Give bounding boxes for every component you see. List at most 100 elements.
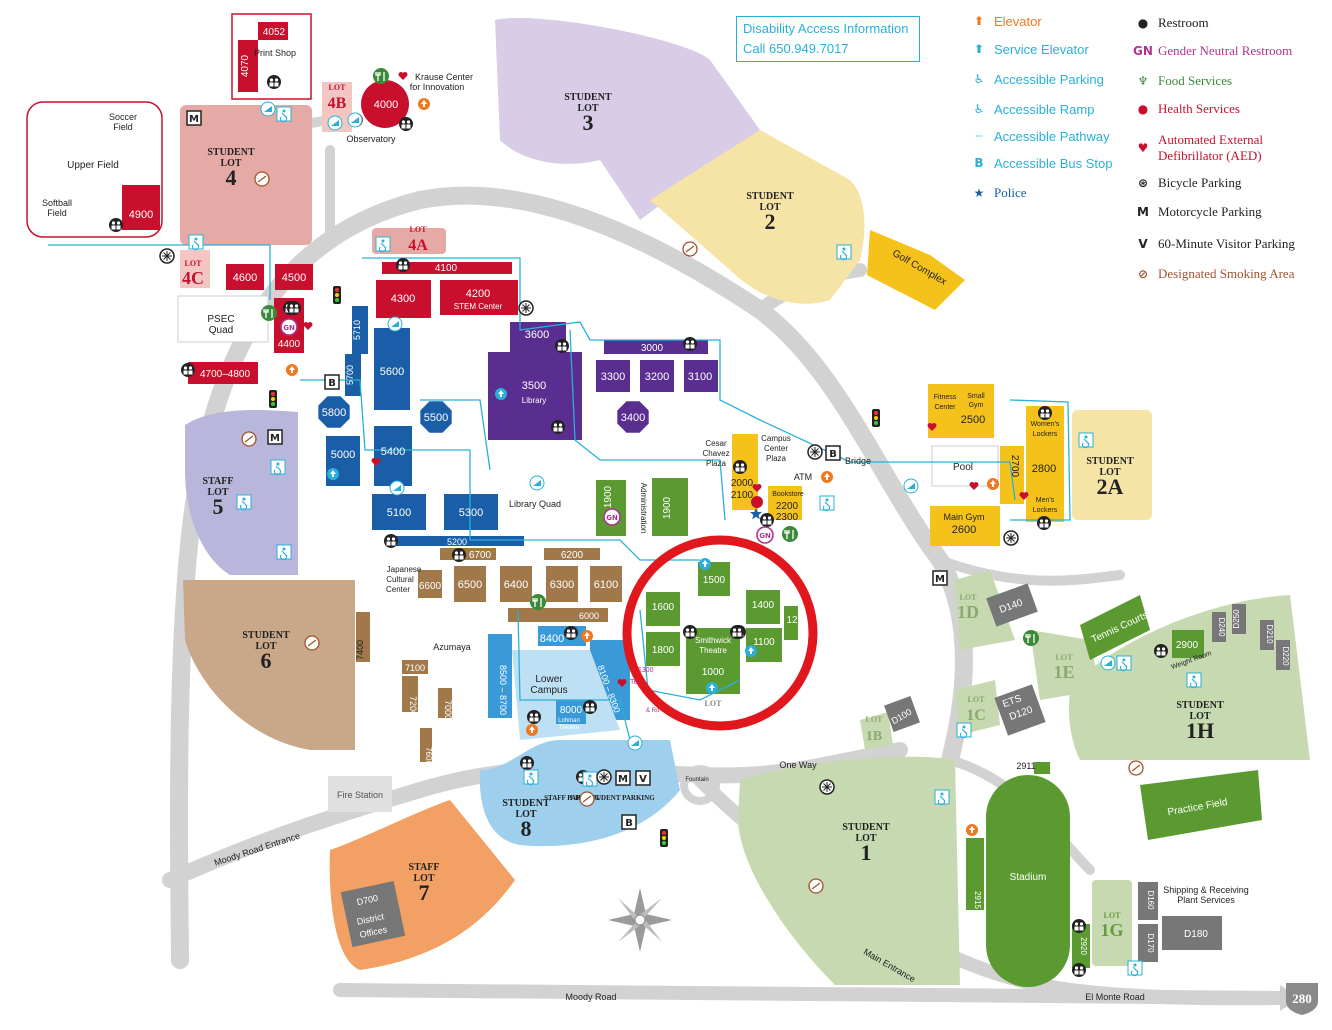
psec-quad[interactable] <box>177 295 269 343</box>
building-1800[interactable] <box>646 632 680 666</box>
building-d170[interactable] <box>1138 924 1158 962</box>
building-2200-2300[interactable] <box>768 486 802 520</box>
buildings[interactable] <box>122 13 1290 968</box>
building-7400[interactable] <box>356 612 370 662</box>
student-lot-6[interactable] <box>183 580 355 750</box>
building-4200[interactable] <box>440 280 518 315</box>
building-2900[interactable] <box>1172 630 1204 658</box>
building-1900a[interactable] <box>596 480 626 536</box>
building-3400[interactable] <box>617 401 649 433</box>
building-d210[interactable] <box>1260 620 1274 650</box>
building-6200[interactable] <box>544 548 600 560</box>
pool[interactable] <box>931 445 999 487</box>
building-d250[interactable] <box>1232 604 1246 634</box>
building-7600[interactable] <box>420 728 432 762</box>
building-5200[interactable] <box>388 536 524 546</box>
building-2915[interactable] <box>966 838 984 910</box>
label-soccer: Soccer <box>109 112 137 122</box>
building-7200[interactable] <box>402 676 418 712</box>
student-lot-4[interactable] <box>180 105 312 245</box>
building-4700-4800[interactable] <box>188 362 258 384</box>
building-2920[interactable] <box>1072 924 1090 968</box>
building-6500[interactable] <box>454 566 486 602</box>
restroom-icon <box>551 420 565 434</box>
building-1600[interactable] <box>646 592 680 626</box>
building-3200[interactable] <box>640 360 674 392</box>
label-japanese: Japanese <box>387 565 422 574</box>
fire-station[interactable] <box>328 776 392 812</box>
building-4100[interactable] <box>382 262 512 274</box>
lot-1b[interactable] <box>860 712 893 750</box>
building-3100[interactable] <box>684 360 718 392</box>
building-5400[interactable] <box>374 426 412 486</box>
building-ets-d120[interactable] <box>994 684 1046 736</box>
lot-1e[interactable] <box>1030 630 1100 700</box>
building-6600[interactable] <box>418 570 442 598</box>
lot-4c[interactable] <box>180 250 210 288</box>
building-d140[interactable] <box>986 583 1038 627</box>
building-4600[interactable] <box>226 264 264 290</box>
building-4052[interactable] <box>258 22 288 40</box>
building-print-shop[interactable] <box>231 13 312 100</box>
building-4900[interactable] <box>122 185 160 230</box>
building-d220[interactable] <box>1276 640 1290 670</box>
building-7100[interactable] <box>402 660 428 674</box>
aed-icon: ♥ <box>1137 141 1149 155</box>
restroom-icon <box>384 534 398 548</box>
icon-letter: M <box>618 774 628 785</box>
building-3300[interactable] <box>596 360 630 392</box>
building-6400[interactable] <box>500 566 532 602</box>
building-4000[interactable] <box>361 80 409 128</box>
building-8500-8700[interactable] <box>488 634 512 718</box>
building-5500[interactable] <box>420 401 452 433</box>
athletic-fields[interactable] <box>867 230 1262 987</box>
stadium[interactable] <box>986 775 1070 987</box>
lot-1g[interactable] <box>1092 880 1132 966</box>
tennis-courts[interactable] <box>1080 595 1150 660</box>
building-d160[interactable] <box>1138 882 1158 920</box>
practice-field[interactable] <box>1140 770 1262 840</box>
building-5700[interactable] <box>345 354 361 396</box>
bicycle-parking-icon: ⊛ <box>1137 176 1149 190</box>
building-d180[interactable] <box>1162 916 1222 950</box>
building-d240[interactable] <box>1212 612 1226 642</box>
visitor-parking-icon: V <box>1138 237 1148 251</box>
building-6000[interactable] <box>508 608 608 622</box>
staff-lot-5[interactable] <box>185 409 298 575</box>
building-5100[interactable] <box>372 494 426 530</box>
building-5800[interactable] <box>318 396 350 428</box>
building-8000[interactable] <box>556 700 586 724</box>
accessible-ramp-icon <box>903 478 919 494</box>
lot-label-mid: LOT <box>855 833 876 844</box>
student-lot-3[interactable] <box>495 18 760 220</box>
label-center-3: Center <box>386 585 410 594</box>
label-3600: 3600 <box>525 329 549 341</box>
building-6100[interactable] <box>590 566 622 602</box>
lot-1c[interactable] <box>955 680 1000 735</box>
building-2600[interactable] <box>930 506 1000 546</box>
building-2500[interactable] <box>928 384 994 438</box>
building-5710[interactable] <box>352 306 368 354</box>
lot-1d[interactable] <box>955 570 1015 650</box>
building-3000[interactable] <box>604 340 708 354</box>
building-1900b[interactable] <box>652 478 688 536</box>
building-7000[interactable] <box>438 688 452 718</box>
golf-complex[interactable] <box>867 230 965 310</box>
building-5600[interactable] <box>374 328 410 410</box>
lot-label-mid: LOT <box>968 695 986 704</box>
building-d700[interactable] <box>340 880 406 948</box>
student-lot-2[interactable] <box>650 130 865 304</box>
building-4300[interactable] <box>376 280 431 318</box>
building-6300[interactable] <box>546 566 578 602</box>
building-2800[interactable] <box>1026 406 1064 522</box>
student-lot-1[interactable] <box>738 756 960 985</box>
building-d100[interactable] <box>884 696 920 732</box>
building-5300[interactable] <box>444 494 498 530</box>
building-1400[interactable] <box>746 590 780 624</box>
building-1200[interactable] <box>784 606 798 640</box>
building-2911[interactable] <box>1034 762 1050 774</box>
building-4500[interactable] <box>275 264 313 290</box>
building-4070[interactable] <box>238 40 258 92</box>
smoking-area-icon <box>579 791 595 807</box>
